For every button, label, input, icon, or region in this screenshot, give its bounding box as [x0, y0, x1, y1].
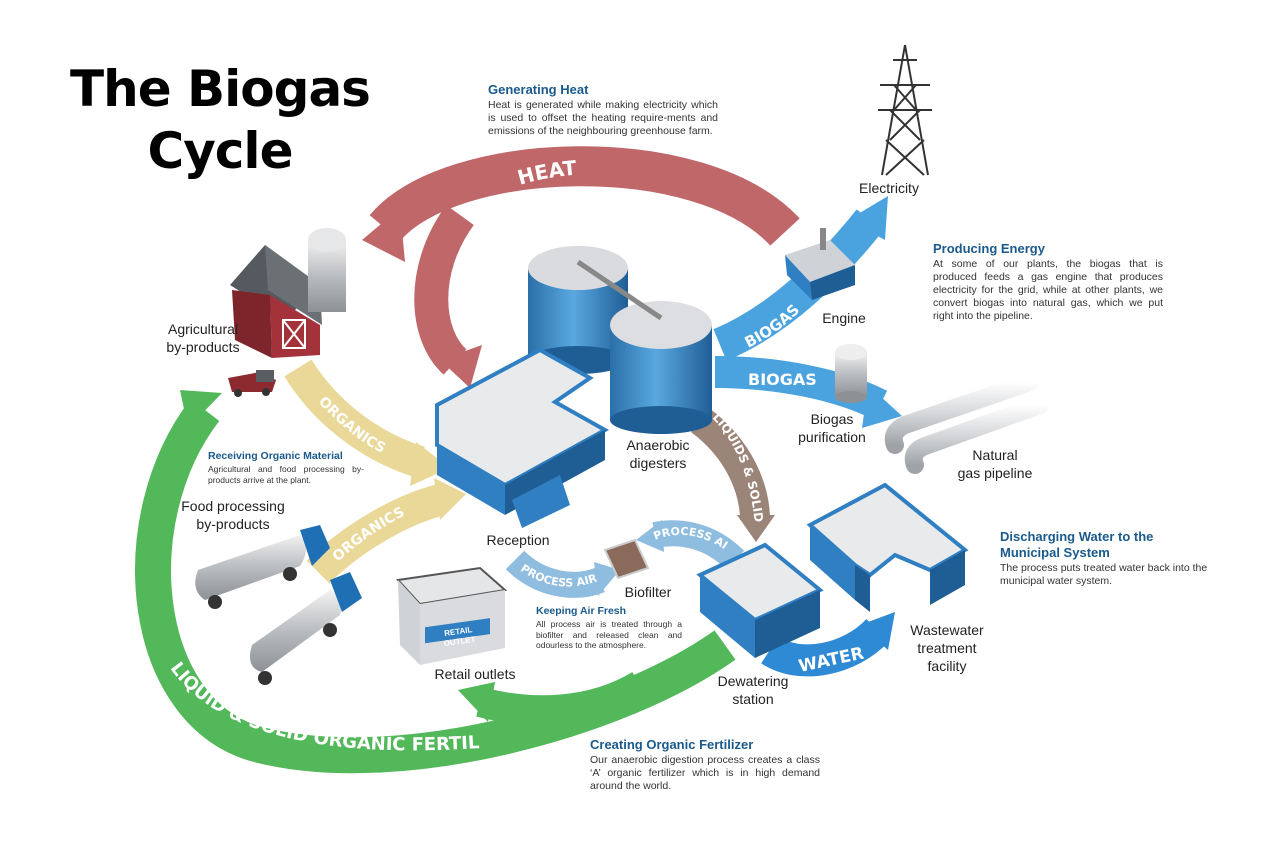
info-body-air: All process air is treated through a bio… [536, 619, 682, 650]
label-natural-gas-pipeline: Natural gas pipeline [957, 447, 1033, 481]
barn-icon [230, 245, 322, 358]
info-heading-heat: Generating Heat [488, 82, 589, 97]
info-body-water: The process puts treated water back into… [1000, 562, 1208, 587]
gas-pipeline-icon [884, 373, 1049, 474]
info-heading-water-1: Discharging Water to the [1000, 529, 1154, 544]
dewatering-building [696, 542, 824, 658]
label-reception: Reception [486, 532, 550, 548]
label-engine: Engine [822, 310, 866, 326]
power-tower-icon [878, 44, 932, 176]
info-creating-fertilizer: Creating Organic Fertilizer Our anaerobi… [590, 737, 820, 793]
info-generating-heat: Generating Heat Heat is generated while … [488, 82, 718, 138]
biofilter-icon [603, 538, 650, 580]
label-agricultural-byproducts: Agricultural by-products [166, 321, 240, 355]
label-wastewater-facility: Wastewater treatment facility [910, 622, 984, 674]
label-retail-outlets: Retail outlets [434, 666, 516, 682]
anaerobic-digester-tanks [528, 246, 712, 434]
tanker-truck-icon-2 [249, 572, 362, 685]
info-heading-air: Keeping Air Fresh [536, 605, 627, 617]
label-biofilter: Biofilter [624, 584, 672, 600]
info-producing-energy: Producing Energy At some of our plants, … [933, 241, 1163, 323]
reception-building [435, 347, 610, 528]
info-heading-energy: Producing Energy [933, 241, 1045, 256]
page-title: The Biogas Cycle [60, 58, 380, 182]
info-body-heat: Heat is generated while making electrici… [488, 99, 718, 137]
info-heading-water-2: Municipal System [1000, 545, 1110, 560]
pickup-truck-icon [228, 370, 276, 397]
process-air-arrow-1: PROCESS AIR [505, 550, 620, 598]
label-dewatering-station: Dewatering station [717, 673, 789, 707]
silo-icon [308, 228, 346, 312]
wastewater-building [806, 482, 969, 612]
label-food-processing: Food processing by-products [181, 498, 285, 532]
label-biogas-purification: Biogas purification [798, 411, 866, 445]
info-heading-fertilizer: Creating Organic Fertilizer [590, 737, 754, 752]
info-receiving-organic: Receiving Organic Material Agricultural … [208, 450, 364, 485]
purification-tank-icon [835, 344, 867, 403]
info-keeping-air-fresh: Keeping Air Fresh All process air is tre… [536, 605, 682, 651]
tanker-truck-icon-1 [195, 525, 330, 609]
biogas-label-2: BIOGAS [748, 370, 817, 389]
info-discharging-water: Discharging Water to the Municipal Syste… [1000, 529, 1210, 588]
info-body-energy: At some of our plants, the biogas that i… [933, 258, 1163, 322]
title-line-2: Cycle [147, 122, 294, 180]
heat-arrow: HEAT [362, 146, 800, 388]
retail-outlet-building [395, 566, 508, 665]
label-electricity: Electricity [859, 180, 919, 196]
engine-icon [785, 228, 855, 300]
label-anaerobic-digesters: Anaerobic digesters [626, 437, 690, 471]
info-heading-receiving: Receiving Organic Material [208, 450, 343, 462]
organics-arrow-food: ORGANICS [306, 478, 466, 584]
info-body-fertilizer: Our anaerobic digestion process creates … [590, 754, 820, 792]
title-line-1: The Biogas [70, 60, 371, 118]
info-body-receiving: Agricultural and food processing by-prod… [208, 464, 364, 485]
